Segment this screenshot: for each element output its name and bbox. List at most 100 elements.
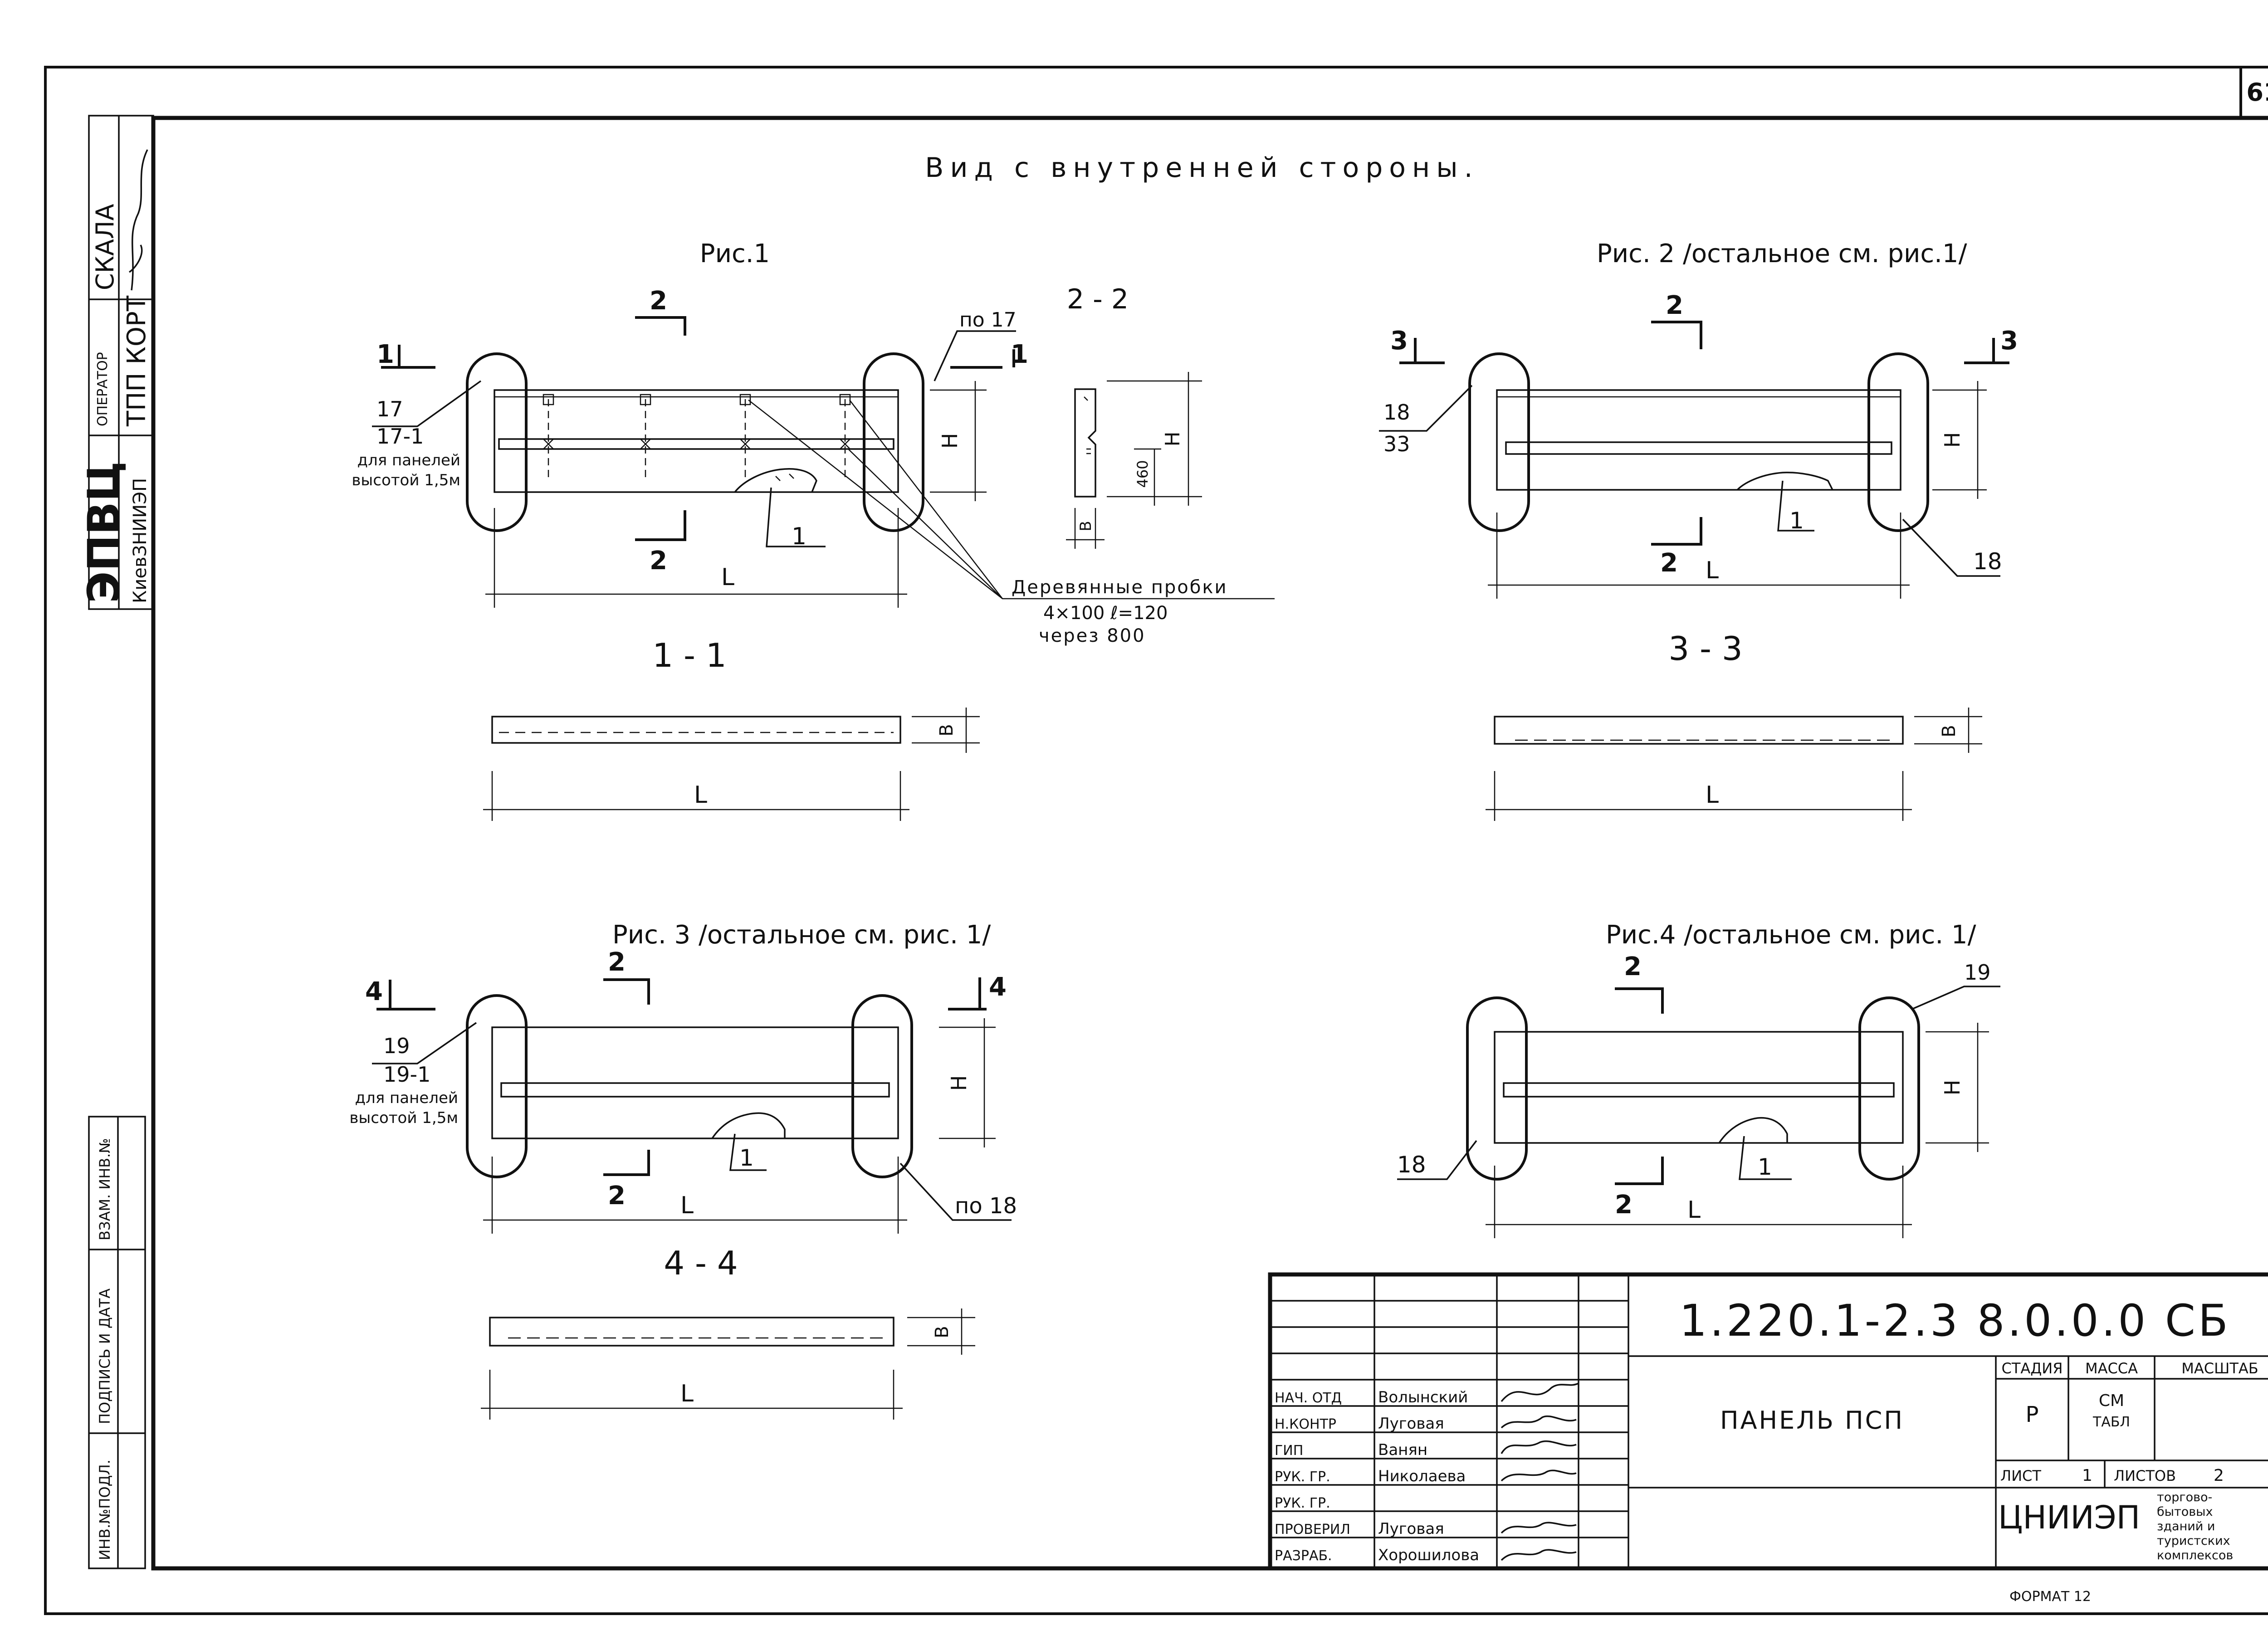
fig4-dim-H: H xyxy=(1940,1080,1965,1096)
name-7: Хорошилова xyxy=(1378,1546,1479,1564)
role-2: Н.КОНТР xyxy=(1275,1416,1336,1432)
fig1-cut-1-right: 1 xyxy=(1011,340,1028,369)
fig1-section-1-1-dim-B: B xyxy=(936,724,957,736)
fig2-section-3-3-dim-B: B xyxy=(1939,725,1960,737)
fig2-dim-H: H xyxy=(1940,432,1965,448)
tb-org-desc-3: зданий и xyxy=(2157,1519,2215,1533)
scale-label: СКАЛА xyxy=(91,204,119,290)
fig3-leader-19-1: 19-1 xyxy=(383,1062,430,1087)
fig3-section-4-4-body xyxy=(489,1317,894,1347)
fig1-right-callout xyxy=(863,352,924,532)
fig1-section-1-1: 1 - 1 xyxy=(652,636,726,674)
stamp-org-sub: КиевЗНИИЭП xyxy=(130,478,151,603)
format-label: ФОРМАТ 12 xyxy=(2009,1589,2091,1605)
fig2-leader-18-right: 18 xyxy=(1973,548,2002,575)
fig2-right-callout xyxy=(1867,352,1929,532)
fig2-bump xyxy=(1736,471,1833,491)
fig2-leader-1: 1 xyxy=(1789,508,1804,534)
fig2-leader-33: 33 xyxy=(1383,432,1410,456)
operator-value: ТПП КОРТ xyxy=(122,295,152,427)
fig3-note-2: высотой 1,5м xyxy=(349,1109,458,1127)
fig3-panel xyxy=(491,1026,899,1139)
figure-3: Рис. 3 /остальное см. рис. 1/ 1 4 4 2 2 … xyxy=(349,920,1017,1420)
fig1-note-2: высотой 1,5м xyxy=(352,471,460,489)
tb-org-desc-1: торгово- xyxy=(2157,1490,2212,1504)
fig1-cut-1-left: 1 xyxy=(376,340,394,369)
fig4-right-callout xyxy=(1858,996,1920,1181)
page-number: 61 xyxy=(2246,78,2268,107)
operator-label: ОПЕРАТОР xyxy=(95,352,111,426)
name-6: Луговая xyxy=(1378,1520,1444,1538)
fig1-title: Рис.1 xyxy=(700,239,770,268)
fig1-leader-17-1: 17-1 xyxy=(376,424,424,449)
fig3-bump xyxy=(711,1112,786,1139)
fig3-leader-19: 19 xyxy=(383,1034,410,1058)
fig2-cut-3-left: 3 xyxy=(1390,326,1408,356)
fig1-plugs-step: через 800 xyxy=(1039,625,1146,646)
role-6: ПРОВЕРИЛ xyxy=(1275,1522,1350,1538)
fig4-cut-2-top: 2 xyxy=(1624,952,1642,981)
figure-2: Рис. 2 /остальное см. рис.1/ 1 3 3 2 2 1… xyxy=(1379,239,2018,821)
side-stamp-frame xyxy=(88,115,154,610)
sign-date-label: ПОДПИСЬ И ДАТА xyxy=(96,1289,113,1424)
fig3-section-4-4: 4 - 4 xyxy=(664,1244,738,1282)
side-stamp-top: СКАЛА ОПЕРАТОР ТПП КОРТ ЭПВЦ КиевЗНИИЭП xyxy=(78,115,154,610)
fig2-title: Рис. 2 /остальное см. рис.1/ xyxy=(1597,239,1967,268)
fig3-leader-1: 1 xyxy=(739,1145,754,1171)
fig1-dim-L: L xyxy=(721,564,734,591)
fig3-right-callout xyxy=(851,994,913,1178)
fig2-section-3-3-dim-L: L xyxy=(1706,781,1719,809)
fig3-section-4-4-dim-B: B xyxy=(932,1326,953,1338)
mass-value-2: ТАБЛ xyxy=(2092,1414,2130,1430)
fig4-panel xyxy=(1494,1031,1904,1144)
role-1: НАЧ. ОТД xyxy=(1275,1390,1342,1406)
fig2-panel xyxy=(1496,389,1901,491)
role-5: РУК. ГР. xyxy=(1275,1495,1330,1511)
fig1-section-profile xyxy=(1074,388,1096,498)
fig1-rail xyxy=(498,438,894,450)
tb-org: ЦНИИЭП xyxy=(1998,1499,2140,1536)
mass-label: МАССА xyxy=(2085,1360,2138,1377)
inner-frame xyxy=(151,116,2268,1571)
signatures xyxy=(1501,1382,1579,1561)
role-4: РУК. ГР. xyxy=(1275,1469,1330,1485)
fig1-2-2-dim-B: B xyxy=(1077,521,1095,531)
mass-value-1: СМ xyxy=(2099,1391,2124,1410)
stamp-org: ЭПВЦ xyxy=(78,461,129,603)
stage-label: СТАДИЯ xyxy=(2002,1360,2063,1377)
sheet-title: Вид с внутренней стороны. xyxy=(925,152,1479,184)
fig1-plugs-title: Деревянные пробки xyxy=(1012,577,1228,598)
title-block-frame xyxy=(1268,1272,2268,1571)
fig2-leader-18: 18 xyxy=(1383,400,1410,425)
doc-code: 1.220.1-2.3 8.0.0.0 СБ xyxy=(1679,1295,2231,1346)
sheet-label: ЛИСТ xyxy=(2000,1467,2041,1484)
stage-value: Р xyxy=(2026,1402,2039,1427)
fig1-leader-po17: по 17 xyxy=(959,308,1017,332)
figure-4: Рис.4 /остальное см. рис. 1/ 1 2 2 19 18… xyxy=(1397,920,2000,1238)
fig1-leader-17: 17 xyxy=(376,397,403,421)
role-7: РАЗРАБ. xyxy=(1275,1548,1332,1564)
fig4-rail xyxy=(1503,1082,1895,1098)
fig3-cut-2-bottom: 2 xyxy=(608,1181,626,1211)
fig4-leader-18: 18 xyxy=(1397,1152,1426,1178)
side-stamp-bottom: ВЗАМ. ИНВ.№ ПОДПИСЬ И ДАТА ИНВ.№ПОДЛ. xyxy=(88,1116,146,1569)
tb-org-desc-4: туристских xyxy=(2157,1534,2230,1548)
doc-name: ПАНЕЛЬ ПСП xyxy=(1720,1406,1904,1435)
figure-1: Рис.1 1 1 1 2 xyxy=(352,239,1275,821)
inv-label: ИНВ.№ПОДЛ. xyxy=(96,1460,113,1560)
fig3-dim-L: L xyxy=(680,1192,694,1219)
fig2-dim-L: L xyxy=(1706,557,1719,584)
fig2-section-3-3: 3 - 3 xyxy=(1668,630,1742,668)
fig4-bump xyxy=(1718,1117,1788,1143)
fig2-rail xyxy=(1505,441,1892,455)
name-2: Луговая xyxy=(1378,1415,1444,1433)
fig1-section-1-1-body xyxy=(491,716,901,744)
name-4: Николаева xyxy=(1378,1467,1466,1485)
fig3-rail xyxy=(500,1082,890,1098)
fig1-2-2-dim-H: H xyxy=(1161,431,1184,446)
vzam-label: ВЗАМ. ИНВ.№ xyxy=(96,1138,113,1240)
outer-frame xyxy=(44,66,2268,1615)
fig2-section-3-3-body xyxy=(1494,716,1904,745)
fig4-leader-1: 1 xyxy=(1758,1154,1772,1180)
